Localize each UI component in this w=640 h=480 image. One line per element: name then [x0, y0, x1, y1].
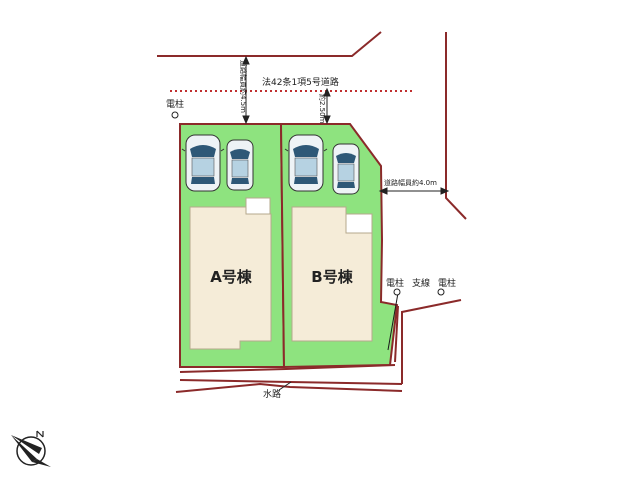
dimension-east: [378, 187, 450, 195]
utility-pole-icon: 電柱: [437, 277, 456, 296]
car-icon: [332, 143, 360, 195]
building-b-porch: [345, 213, 373, 234]
road-boundary-east: [445, 32, 467, 220]
road-width-west: 道路幅員約4.5m: [239, 60, 248, 113]
lot-edge-line: [387, 292, 399, 351]
building-b-label: B号棟: [311, 268, 353, 286]
east-road-boundary: [394, 299, 462, 384]
compass-icon: [11, 430, 51, 467]
waterway-leader: [278, 381, 292, 391]
dimension-mid: [323, 87, 331, 125]
svg-text:電柱: 電柱: [438, 277, 456, 289]
waterway: [175, 364, 403, 393]
building-a-porch: [245, 197, 271, 215]
building-a-label: A号棟: [210, 268, 253, 286]
car-icon: [226, 139, 254, 191]
utility-pole-icon: 電柱: [166, 98, 184, 119]
waterway-label: 水路: [263, 388, 281, 400]
utility-pole-icon: 電柱: [386, 277, 404, 296]
car-icon: [284, 134, 328, 192]
car-icon: [181, 134, 225, 192]
svg-text:電柱: 電柱: [166, 98, 184, 110]
road-width-mid: 約2.50m: [318, 94, 327, 124]
svg-text:電柱: 電柱: [386, 277, 404, 289]
road-boundary: [157, 31, 467, 220]
road-width-east: 道路幅員約4.0m: [384, 178, 437, 187]
branch-line-label: 支線: [412, 277, 430, 289]
road-boundary-north: [157, 31, 382, 57]
dimension-west: [242, 55, 250, 125]
road-label: 法42条1項5号道路: [262, 76, 339, 88]
